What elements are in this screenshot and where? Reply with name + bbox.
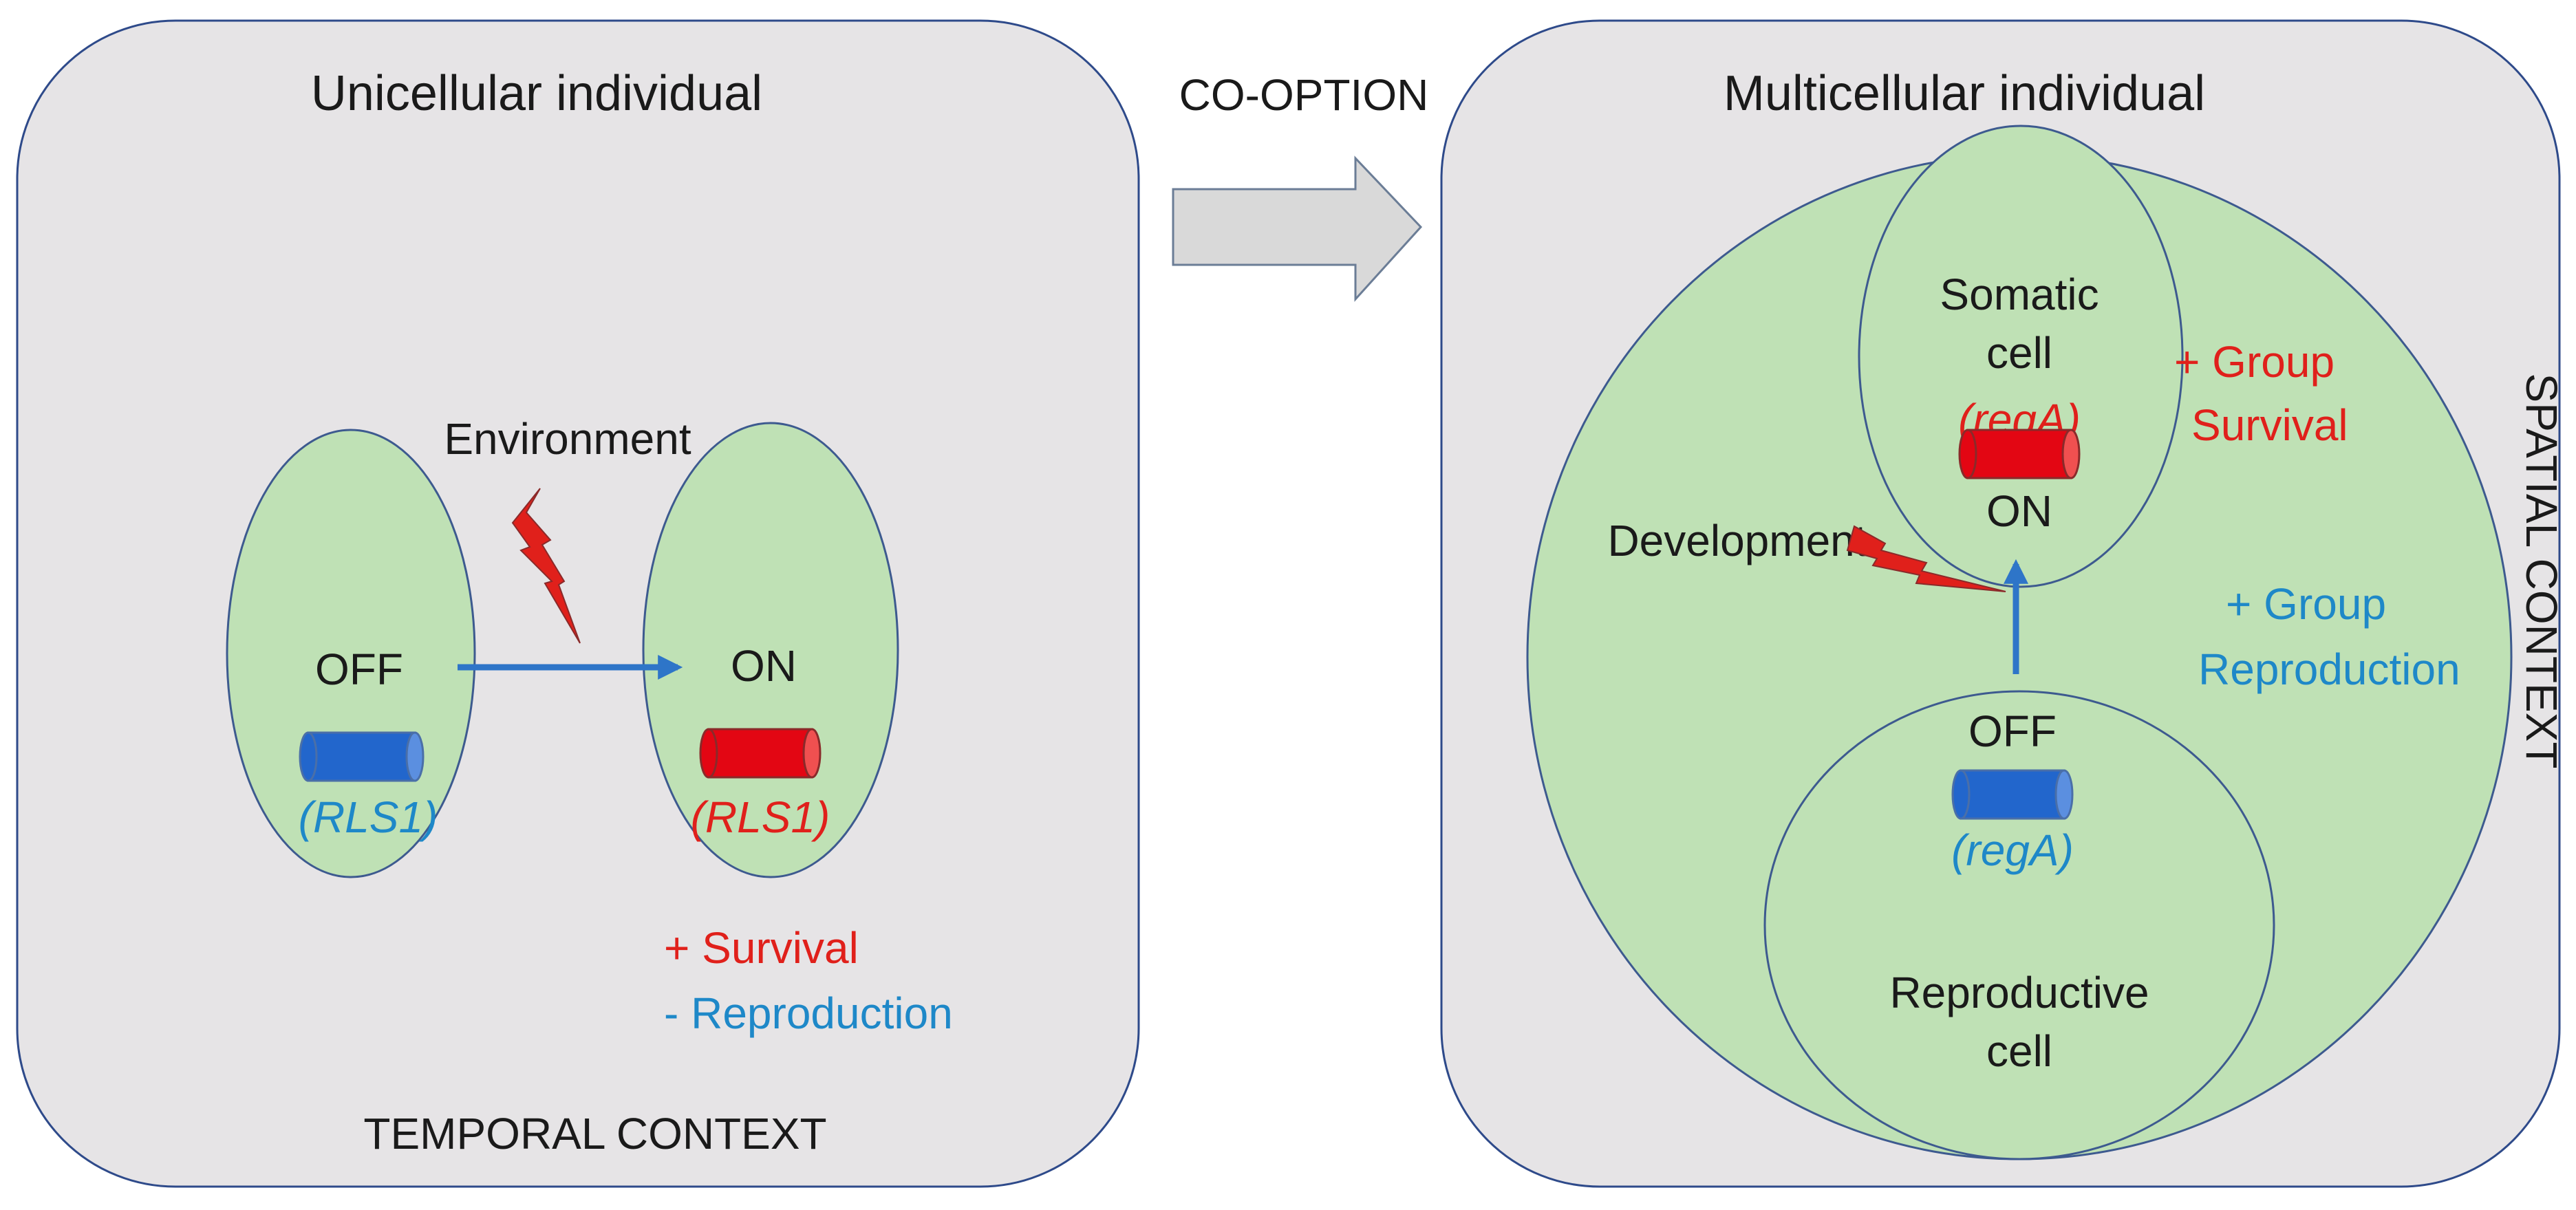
group-reproduction-line1: + Group [2226, 579, 2386, 629]
left-panel-box [16, 19, 1140, 1188]
group-survival-line2: Survival [2191, 400, 2348, 450]
co-option-arrow-icon [1172, 155, 1423, 302]
cell-on-state: ON [731, 641, 797, 691]
survival-effect: + Survival [664, 923, 859, 973]
somatic-state: ON [1986, 486, 2052, 536]
gene-on-cylinder [699, 728, 822, 779]
development-lightning-icon [1846, 525, 2006, 592]
cell-on: ON (RLS1) [642, 422, 899, 878]
reproduction-effect: - Reproduction [664, 988, 953, 1038]
environment-label: Environment [444, 414, 691, 464]
reproductive-cell-name-line2: cell [1986, 1026, 2052, 1076]
reproductive-cell-name-line1: Reproductive [1889, 968, 2149, 1017]
cell-off: OFF (RLS1) [226, 429, 476, 878]
reproductive-cell: OFF (regA) Reproductive cell [1763, 690, 2275, 1160]
reproductive-gene-label: (regA) [1951, 825, 2074, 875]
reproductive-cell-body [1763, 690, 2275, 1160]
cell-off-gene-label: (RLS1) [299, 792, 438, 842]
left-panel: Unicellular individual OFF (RLS1) ON (RL… [16, 19, 1140, 1188]
environment-lightning-icon [511, 488, 581, 644]
group-survival-line1: + Group [2174, 337, 2334, 387]
co-option-transition: CO-OPTION [1172, 70, 1429, 302]
temporal-context-label: TEMPORAL CONTEXT [363, 1109, 826, 1158]
reproductive-gene-off-cylinder [1951, 769, 2074, 820]
left-panel-title: Unicellular individual [311, 66, 762, 121]
somatic-gene-on-cylinder [1958, 429, 2081, 479]
spatial-context-label: SPATIAL CONTEXT [2517, 374, 2566, 769]
co-option-label: CO-OPTION [1179, 70, 1429, 120]
cell-on-gene-label: (RLS1) [691, 792, 830, 842]
development-label: Development [1607, 516, 1867, 565]
somatic-cell-body [1858, 125, 2184, 588]
somatic-cell-name-line2: cell [1986, 328, 2052, 378]
right-panel: Multicellular individual Somatic cell (r… [1440, 19, 2566, 1188]
cell-off-state: OFF [315, 645, 403, 694]
group-reproduction-line2: Reproduction [2198, 645, 2460, 694]
somatic-cell-name-line1: Somatic [1940, 270, 2099, 319]
somatic-cell: Somatic cell (regA) ON [1858, 125, 2184, 588]
right-panel-title: Multicellular individual [1724, 66, 2205, 121]
gene-off-cylinder [299, 731, 425, 782]
reproductive-state: OFF [1968, 706, 2057, 756]
